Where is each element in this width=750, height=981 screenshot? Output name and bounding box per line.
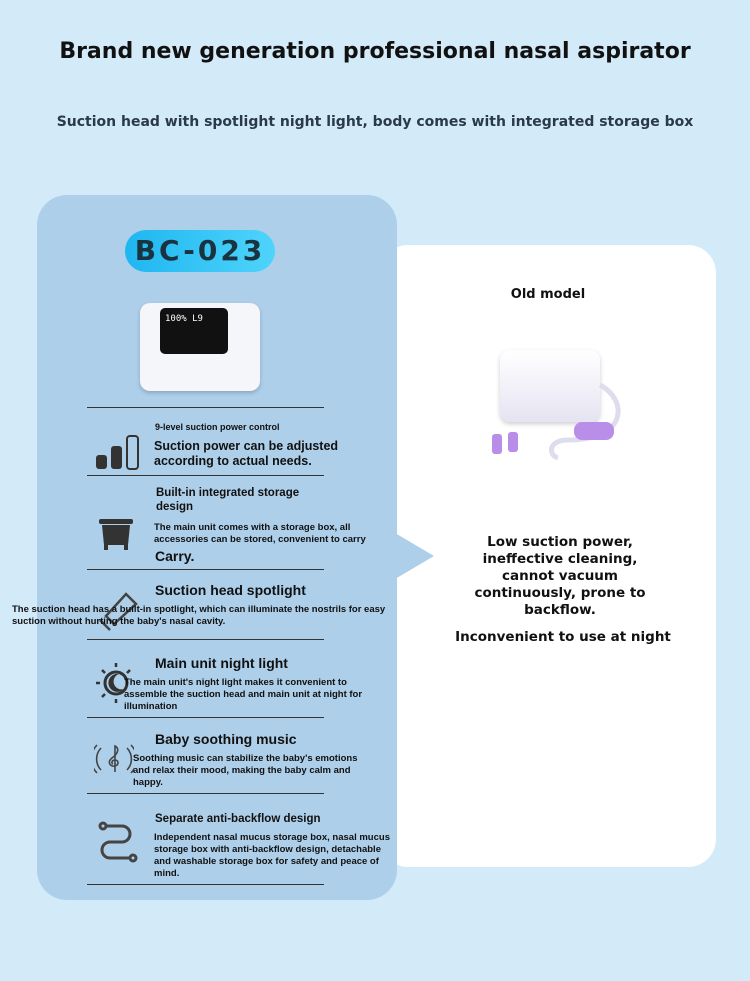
tube-icon [98, 821, 138, 863]
feature-extra: Carry. [155, 548, 195, 564]
feature-item: Main unit night light The main unit's ni… [87, 640, 362, 718]
music-note-icon [94, 744, 134, 774]
feature-text: The main unit comes with a storage box, … [154, 522, 366, 545]
comparison-arrow [390, 530, 434, 582]
signal-bars-icon [96, 435, 139, 470]
feature-heading: Baby soothing music [155, 731, 297, 747]
moon-sun-icon [96, 663, 131, 703]
model-badge: BC-023 [125, 230, 275, 272]
feature-list: 9-level suction power control Suction po… [12, 407, 390, 885]
feature-text: The suction head has a built-in spotligh… [12, 604, 386, 627]
old-device-image [500, 350, 600, 422]
page-subtitle: Suction head with spotlight night light,… [56, 114, 694, 130]
old-model-night: Inconvenient to use at night [455, 629, 671, 645]
feature-heading: Built-in integrated storage design [156, 487, 300, 513]
old-model-drawback: Low suction power, ineffective cleaning,… [474, 534, 646, 618]
storage-box-icon [99, 519, 133, 550]
feature-heading: 9-level suction power control [155, 422, 280, 432]
feature-item: Built-in integrated storage design The m… [87, 476, 366, 570]
feature-item: Suction head spotlight The suction head … [12, 570, 385, 640]
feature-item: Baby soothing music Soothing music can s… [87, 718, 358, 794]
feature-item: 9-level suction power control Suction po… [87, 408, 338, 476]
feature-heading: Separate anti-backflow design [155, 813, 321, 825]
old-device-tube [492, 382, 621, 460]
feature-text: Independent nasal mucus storage box, nas… [154, 832, 390, 879]
device-screen: 100% L9 [160, 308, 228, 354]
page-title: Brand new generation professional nasal … [59, 39, 691, 64]
spotlight-icon [99, 592, 138, 631]
feature-heading: Suction head spotlight [155, 582, 306, 598]
feature-heading: Main unit night light [155, 655, 288, 671]
old-model-label: Old model [510, 287, 586, 302]
feature-text: The main unit's night light makes it con… [124, 677, 363, 712]
feature-text: Soothing music can stabilize the baby's … [133, 753, 358, 788]
feature-item: Separate anti-backflow design Independen… [87, 794, 390, 885]
feature-text: Suction power can be adjusted according … [154, 439, 339, 468]
old-model-card [380, 245, 716, 867]
